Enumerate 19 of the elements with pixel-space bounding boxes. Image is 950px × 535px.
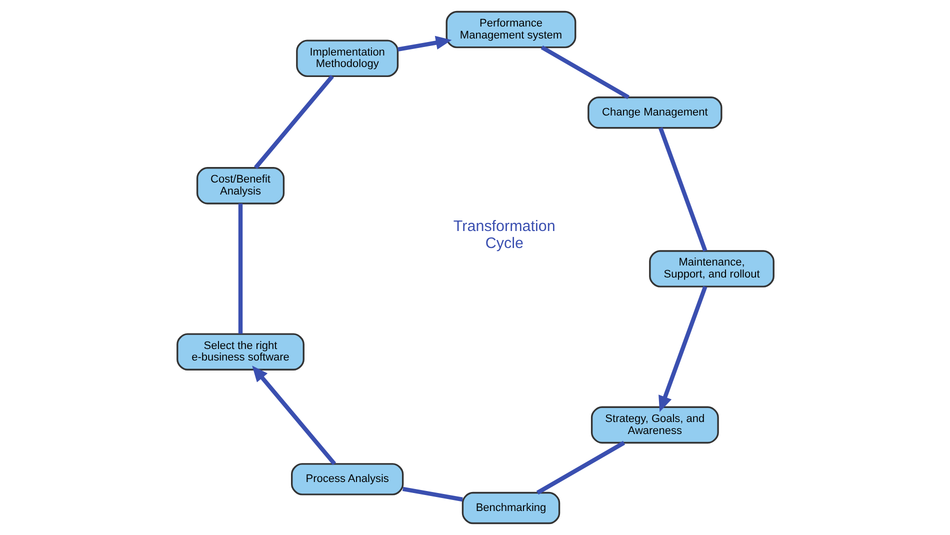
node-box: Implementation Methodology xyxy=(296,40,398,78)
connector xyxy=(536,440,625,495)
node-box: Performance Management system xyxy=(445,10,576,48)
connector xyxy=(658,127,707,252)
node-box: Strategy, Goals, and Awareness xyxy=(590,406,718,444)
arrow xyxy=(658,286,707,412)
node-box: Benchmarking xyxy=(461,492,560,524)
node-box: Maintenance, Support, and rollout xyxy=(648,250,774,288)
node-box: Process Analysis xyxy=(290,463,404,496)
connector xyxy=(253,74,334,170)
label: Transformation Cycle xyxy=(452,218,555,252)
arrow xyxy=(396,36,452,52)
arrow xyxy=(252,366,336,466)
connector xyxy=(540,46,629,100)
node-box: Select the right e-business software xyxy=(176,333,304,370)
connector xyxy=(238,204,242,334)
node-box: Cost/Benefit Analysis xyxy=(196,167,284,204)
node-box: Change Management xyxy=(587,96,722,129)
connector xyxy=(402,486,462,502)
